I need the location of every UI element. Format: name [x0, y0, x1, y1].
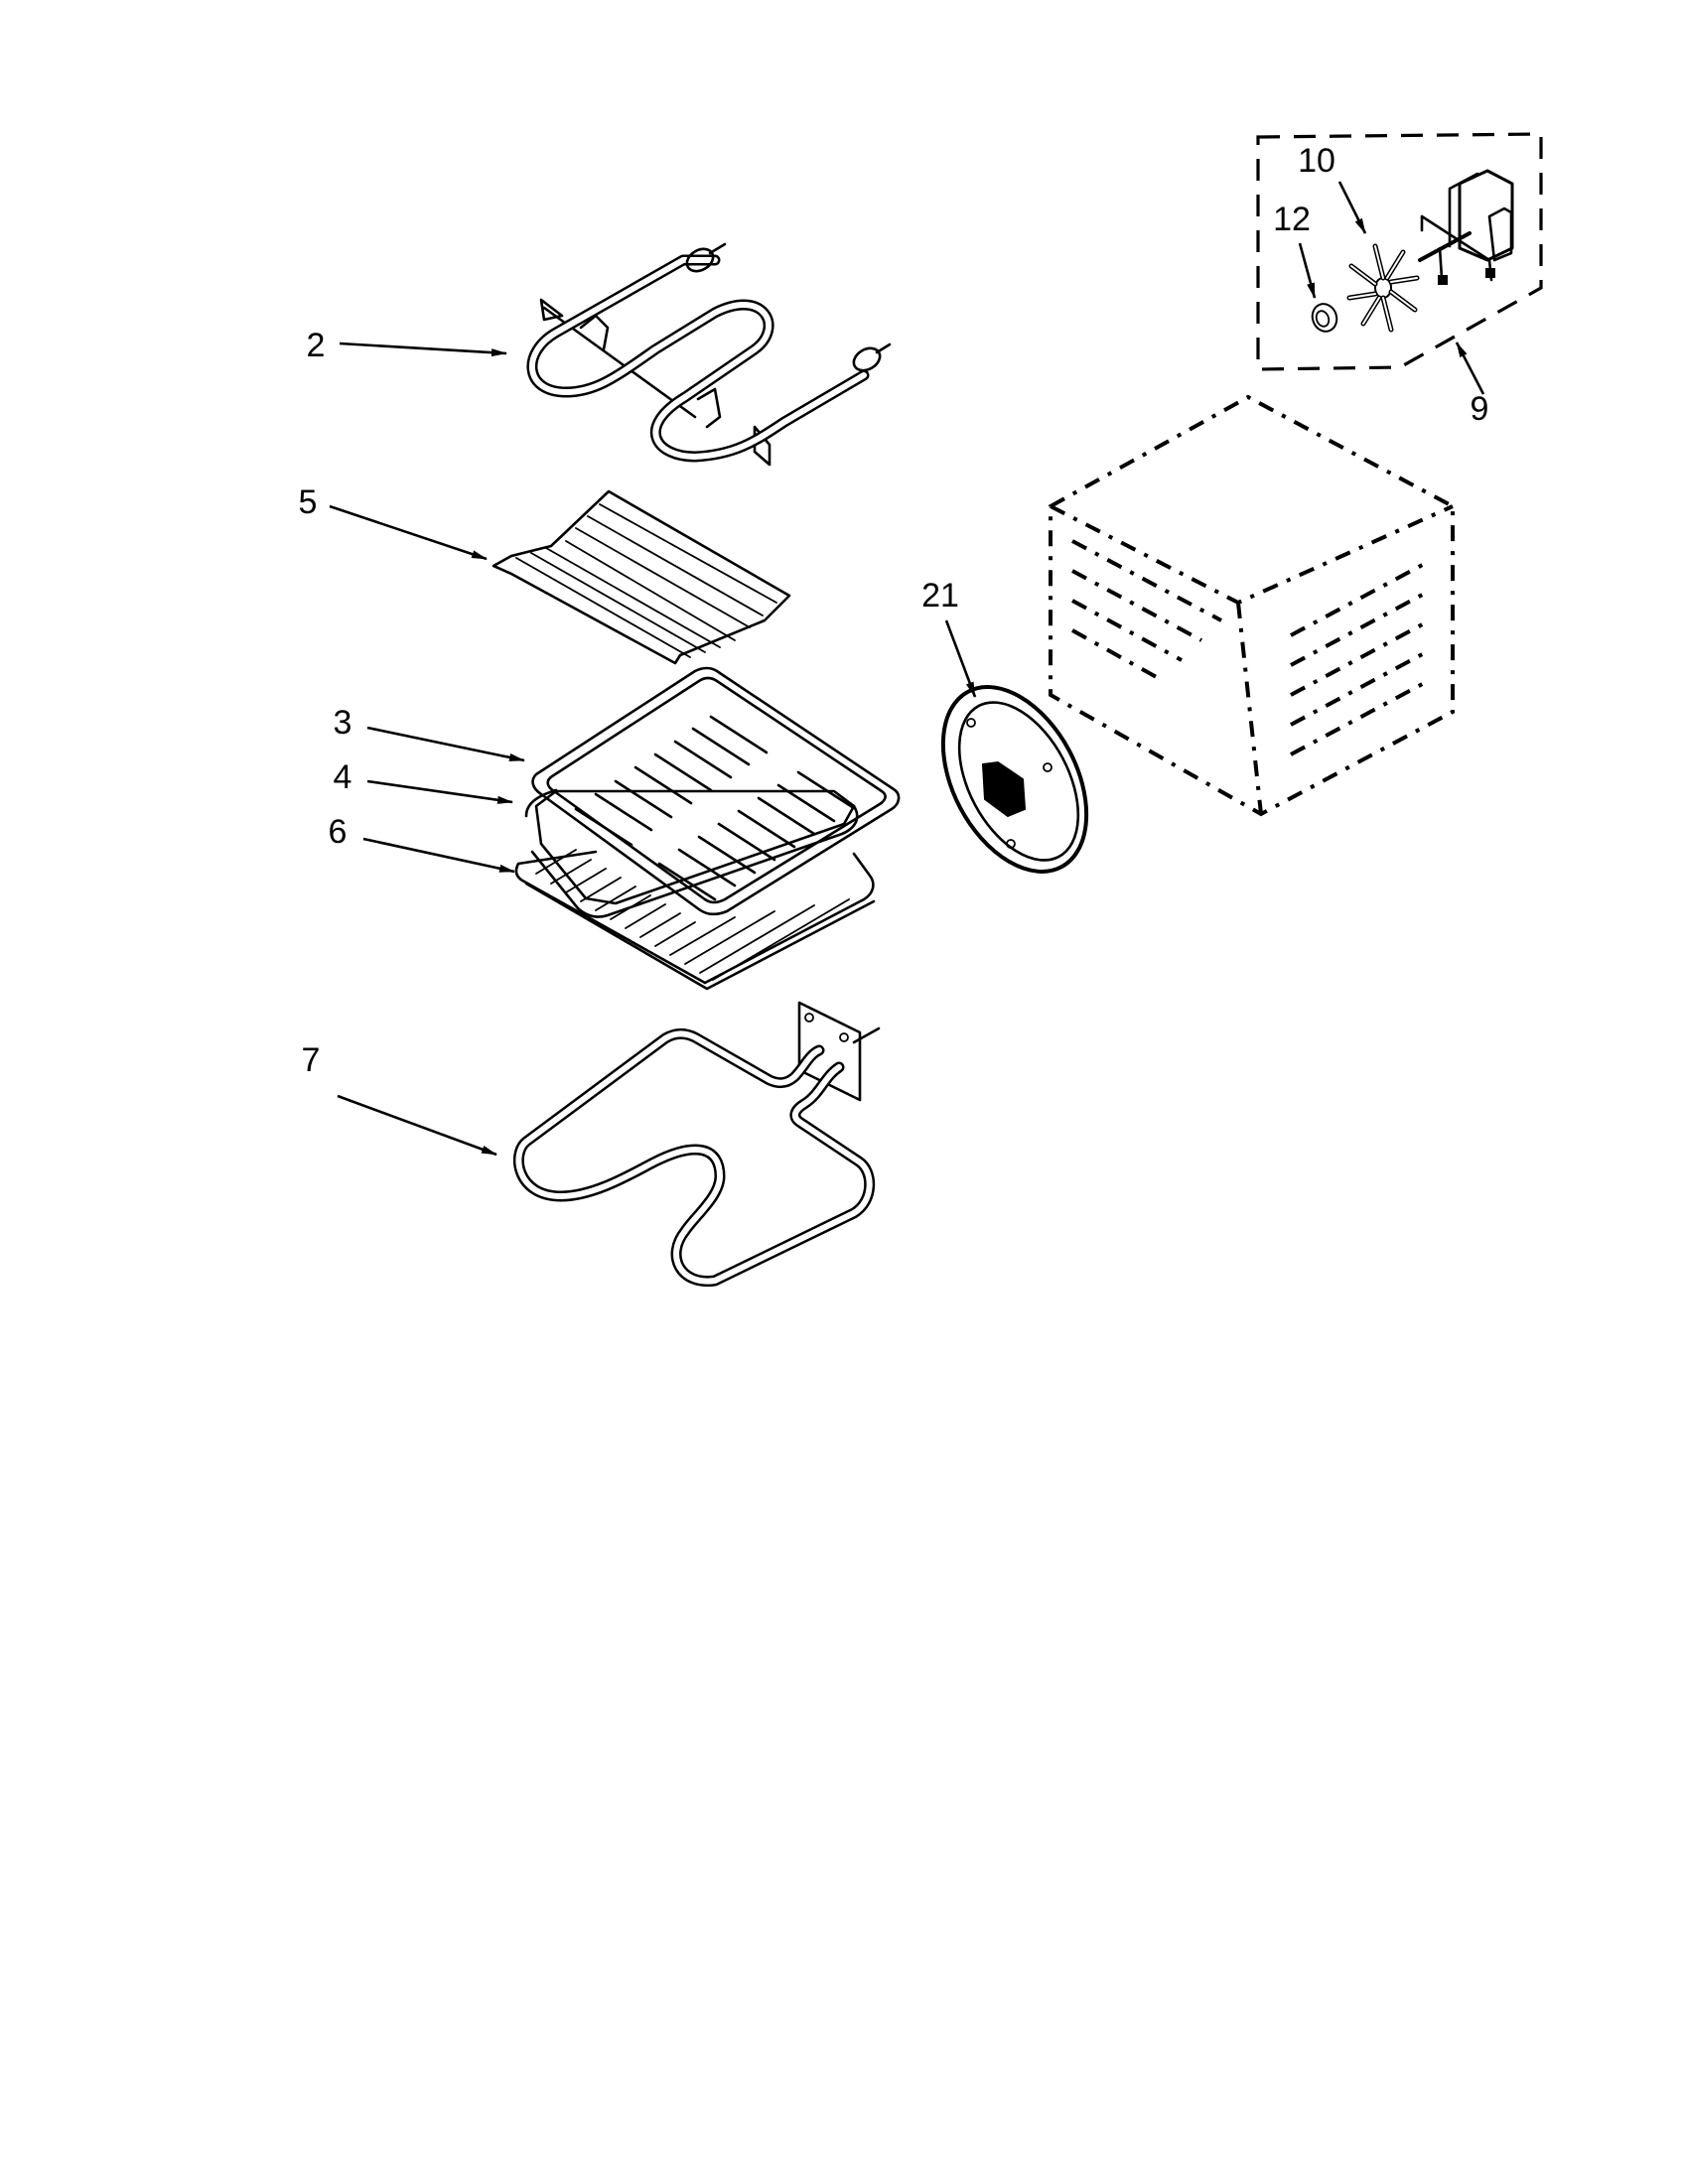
callout-6: 6 [328, 813, 348, 851]
leader-3 [366, 726, 525, 762]
fan-cover-drawing [940, 685, 1089, 874]
fan-cover-grille [981, 760, 1027, 818]
callout-21: 21 [921, 577, 959, 614]
leader-6 [362, 837, 515, 874]
fan-motor [1418, 169, 1514, 285]
leader-lines [329, 181, 1485, 1157]
bake-element-drawing [513, 1001, 881, 1288]
fan-blade-10 [1346, 243, 1420, 333]
broil-element-drawing [526, 242, 892, 467]
callout-9: 9 [1470, 390, 1489, 428]
fan-assembly-drawing [1256, 132, 1543, 371]
leader-9 [1455, 341, 1485, 395]
oven-rack-drawing [514, 849, 876, 991]
leader-12 [1298, 242, 1317, 299]
callout-5: 5 [298, 483, 318, 521]
broil-shield-drawing [491, 489, 791, 665]
nut-12 [1311, 303, 1338, 333]
leader-2 [339, 341, 507, 357]
leader-21 [944, 619, 977, 698]
callout-4: 4 [333, 758, 352, 796]
callout-7: 7 [301, 1041, 321, 1079]
callout-10: 10 [1298, 142, 1335, 180]
callout-2: 2 [306, 327, 326, 364]
grid-slots [574, 715, 856, 901]
cavity-rack-guides [1071, 539, 1431, 756]
callout-3: 3 [333, 704, 352, 742]
broiler-pan-drawing [524, 666, 901, 918]
leader-10 [1337, 181, 1367, 234]
oven-cavity-drawing [1049, 394, 1455, 817]
callout-12: 12 [1273, 201, 1311, 238]
leader-4 [366, 779, 513, 804]
rack-bars [535, 849, 850, 981]
leader-5 [329, 504, 488, 561]
leader-7 [337, 1094, 497, 1157]
